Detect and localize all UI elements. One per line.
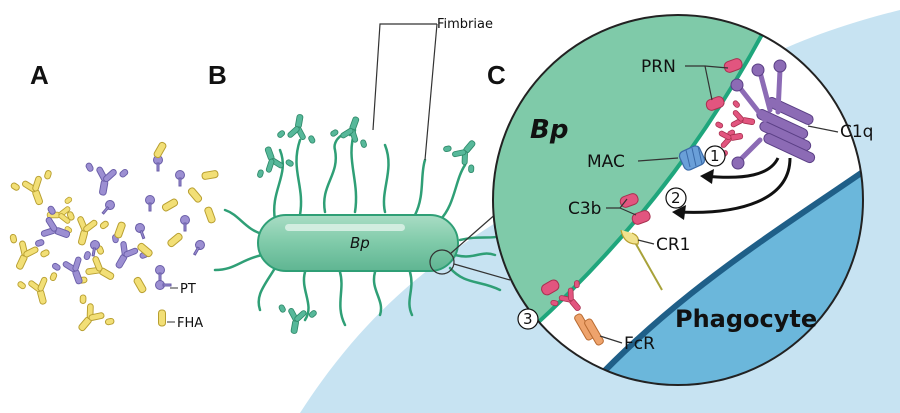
panel-label-a: A — [30, 60, 49, 90]
cr1-receptor — [620, 229, 663, 291]
bacterium-label: Bp — [350, 234, 370, 252]
fcr-receptor — [574, 313, 604, 346]
antibody-cluster-a — [0, 140, 219, 345]
phagocyte-label: Phagocyte — [675, 305, 817, 333]
c3b-pointers — [606, 198, 637, 216]
zoom-line-bottom — [453, 263, 511, 281]
zoom-circle-outline — [492, 14, 864, 386]
step-1-number: 1 — [710, 147, 720, 165]
prn-pointers — [685, 65, 729, 101]
legend-fha: FHA — [158, 309, 203, 331]
c3b-label: C3b — [568, 199, 601, 219]
mac-pointer — [637, 157, 679, 162]
legend-pt-label: PT — [180, 282, 196, 297]
bacterium-rod: Bp — [257, 214, 459, 272]
mac-complex — [678, 145, 706, 171]
panel-label-b: B — [208, 60, 227, 90]
step-2-number: 2 — [671, 189, 681, 207]
fimbriae-label: Fimbriae — [437, 17, 493, 32]
cr1-pointer — [637, 239, 655, 245]
zoom-bp-label: Bp — [530, 115, 568, 145]
prn-label: PRN — [641, 57, 676, 77]
fcr-pointer — [599, 335, 623, 344]
legend-pt: PT — [155, 280, 196, 297]
step-2: 2 — [665, 187, 687, 209]
zoom-line-top — [449, 211, 499, 255]
fimbriae-pointers — [372, 23, 438, 161]
fimbriae-strands — [213, 128, 507, 327]
fcr-label: FcR — [624, 334, 655, 354]
mac-label: MAC — [587, 152, 625, 172]
panel-label-c: C — [487, 60, 506, 90]
pathway-arrows — [672, 157, 792, 220]
cr1-label: CR1 — [656, 235, 691, 255]
c1q-label: C1q — [840, 122, 873, 142]
prn-antigens — [541, 58, 743, 296]
c1q-complex — [730, 59, 816, 170]
zoom-origin-circle — [429, 249, 455, 275]
step-1: 1 — [704, 145, 726, 167]
step-3: 3 — [517, 308, 539, 330]
step-3-number: 3 — [523, 310, 533, 328]
legend-fha-label: FHA — [177, 316, 203, 331]
c1q-pointer — [807, 125, 839, 133]
